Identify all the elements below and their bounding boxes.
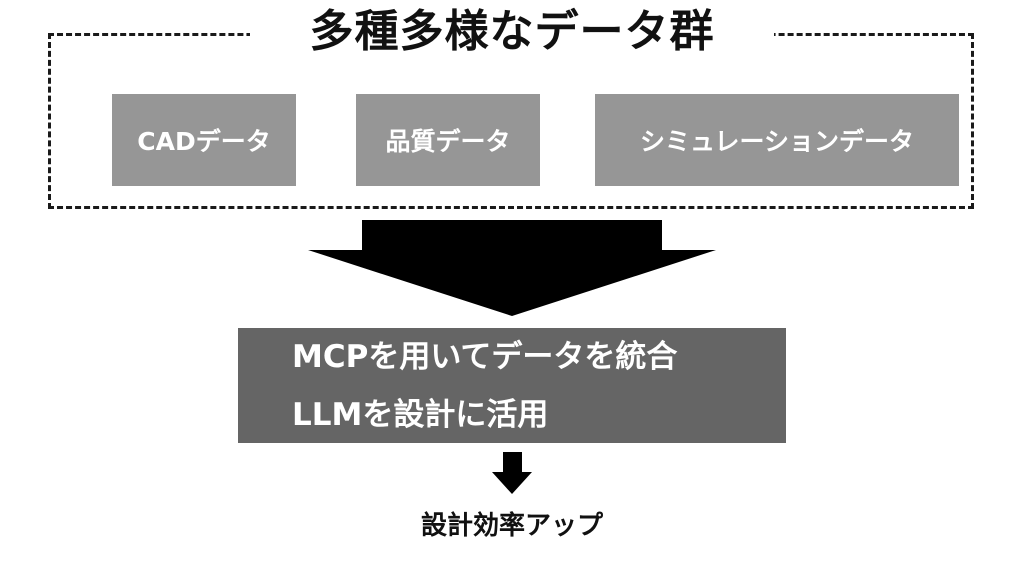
integration-line-llm: LLMを設計に活用 <box>292 397 549 433</box>
small-down-arrow <box>492 452 532 494</box>
simulation-data-box: シミュレーションデータ <box>595 94 959 186</box>
big-down-arrow <box>308 220 716 316</box>
simulation-data-label: シミュレーションデータ <box>639 127 914 156</box>
data-group-title: 多種多様なデータ群 <box>250 4 774 60</box>
quality-data-box: 品質データ <box>356 94 540 186</box>
result-label: 設計効率アップ <box>420 511 603 541</box>
cad-data-label: CADデータ <box>137 127 271 156</box>
integration-line-mcp: MCPを用いてデータを統合 <box>292 339 678 375</box>
quality-data-label: 品質データ <box>385 127 511 156</box>
integration-box: MCPを用いてデータを統合 LLMを設計に活用 <box>238 328 786 443</box>
cad-data-box: CADデータ <box>112 94 296 186</box>
